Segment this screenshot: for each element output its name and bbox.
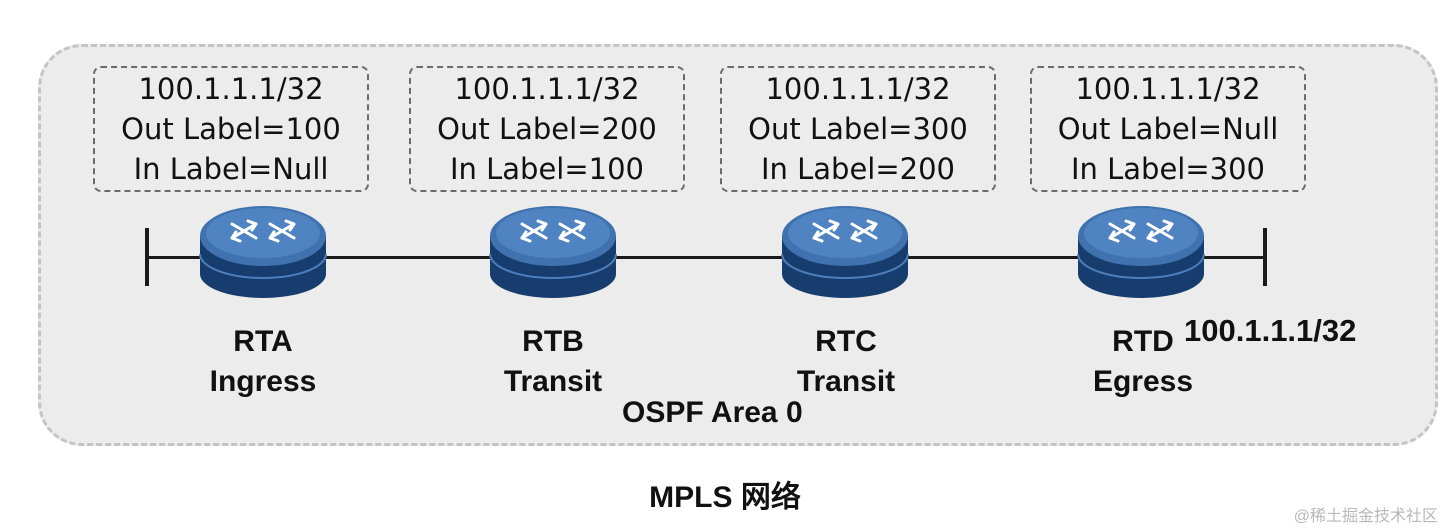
in-label-text: In Label=200 [760,152,956,186]
label-box-rtc: 100.1.1.1/32 Out Label=300 In Label=200 [720,66,996,192]
router-label-rta: RTA Ingress [163,322,363,402]
label-box-rtd: 100.1.1.1/32 Out Label=Null In Label=300 [1030,66,1306,192]
router-name: RTC [815,325,877,358]
watermark: @稀土掘金技术社区 [1293,508,1438,525]
router-role: Ingress [209,365,317,398]
out-label-text: Out Label=Null [1057,112,1279,146]
router-icon [1076,196,1206,314]
prefix-text: 100.1.1.1/32 [138,72,324,106]
in-label-text: In Label=Null [133,152,329,186]
router-role: Egress [1092,365,1194,398]
prefix-text: 100.1.1.1/32 [765,72,951,106]
left-end-bar [145,228,149,286]
router-icon [198,196,328,314]
router-label-rtb: RTB Transit [453,322,653,402]
prefix-text: 100.1.1.1/32 [454,72,640,106]
out-label-text: Out Label=100 [121,112,341,146]
prefix-text: 100.1.1.1/32 [1075,72,1261,106]
router-label-rtc: RTC Transit [746,322,946,402]
router-name: RTD [1112,325,1174,358]
router-icon [780,196,910,314]
in-label-text: In Label=300 [1070,152,1266,186]
router-name: RTB [522,325,584,358]
destination-prefix: 100.1.1.1/32 [1184,313,1357,348]
label-box-rtb: 100.1.1.1/32 Out Label=200 In Label=100 [409,66,685,192]
router-icon [488,196,618,314]
ospf-area-label: OSPF Area 0 [622,396,803,429]
label-box-rta: 100.1.1.1/32 Out Label=100 In Label=Null [93,66,369,192]
out-label-text: Out Label=300 [748,112,968,146]
network-link-line [148,256,1266,259]
router-role: Transit [503,365,603,398]
right-end-bar [1263,228,1267,286]
router-label-rtd: RTD Egress [1043,322,1243,402]
router-name: RTA [233,325,293,358]
out-label-text: Out Label=200 [437,112,657,146]
mpls-network-caption: MPLS 网络 [649,481,801,514]
in-label-text: In Label=100 [449,152,645,186]
router-role: Transit [796,365,896,398]
